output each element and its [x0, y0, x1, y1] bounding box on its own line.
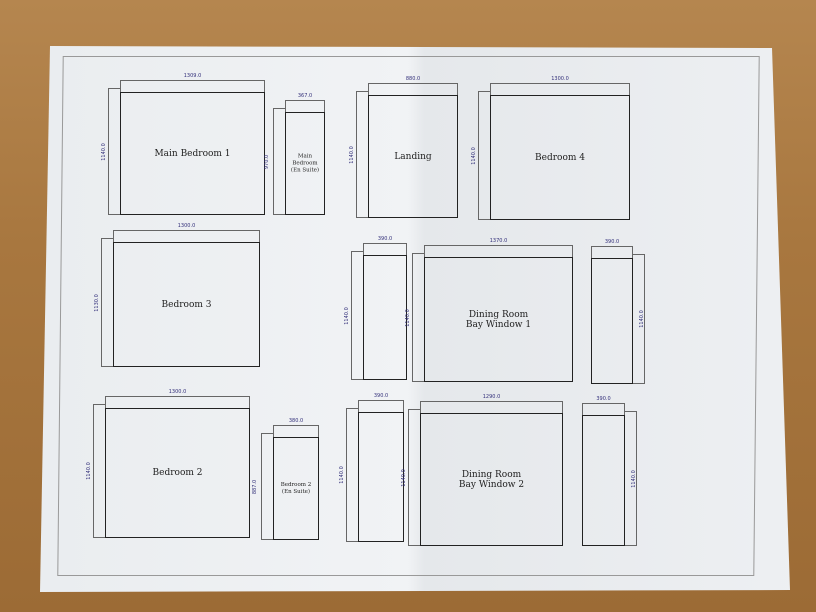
height-label: 1140.0	[470, 146, 477, 165]
height-dimension: 1140.0	[625, 411, 637, 546]
window-diagram: 880.0 1140.0 Landing	[349, 76, 458, 218]
window-name: Bedroom 4	[535, 152, 585, 163]
window-diagram: 1300.0 1130.0 Bedroom 3	[94, 223, 260, 367]
width-dimension: 390.0	[582, 396, 625, 415]
width-label: 1290.0	[482, 394, 501, 400]
height-dimension: 970.0	[264, 108, 285, 215]
window-outline	[420, 413, 563, 546]
height-dimension: 1140.0	[101, 88, 120, 215]
window-outline	[285, 112, 325, 215]
window-outline	[424, 257, 573, 382]
height-dimension: 1140.0	[633, 254, 645, 384]
window-name: Bedroom 3	[161, 299, 212, 310]
width-dimension: 1300.0	[113, 223, 260, 242]
height-label: 970.0	[264, 154, 271, 169]
window-outline	[368, 95, 458, 218]
window-outline	[113, 242, 260, 367]
width-dimension: 1309.0	[120, 73, 265, 92]
height-dimension: 1140.0	[339, 408, 358, 542]
height-label: 1140.0	[85, 462, 92, 480]
width-dimension: 1300.0	[105, 389, 250, 408]
window-diagram: 390.0 1140.0	[339, 393, 404, 542]
window-diagram: 1300.0 1140.0 Bedroom 4	[471, 76, 630, 220]
window-name: Dining Room Bay Window 1	[465, 309, 532, 330]
height-label: 1140.0	[343, 306, 350, 325]
window-outline	[358, 412, 404, 542]
height-dimension: 1140.0	[471, 91, 490, 220]
window-outline	[591, 258, 633, 384]
window-diagram: 380.0 887.0 Bedroom 2 (En Suite)	[252, 418, 319, 540]
width-dimension: 390.0	[363, 236, 407, 255]
width-dimension: 1290.0	[420, 394, 563, 413]
window-diagram: 390.0 1140.0	[591, 239, 645, 384]
width-label: 1370.0	[489, 238, 508, 244]
height-label: 1140.0	[348, 145, 355, 164]
height-dimension: 1140.0	[349, 91, 368, 218]
window-outline	[363, 255, 407, 380]
width-label: 1309.0	[183, 73, 202, 79]
width-label: 1300.0	[168, 389, 187, 395]
height-dimension: 1140.0	[401, 409, 420, 546]
window-outline	[273, 437, 319, 540]
width-dimension: 1300.0	[490, 76, 630, 95]
window-diagram: 1300.0 1140.0 Bedroom 2	[86, 389, 250, 538]
window-diagram: 1290.0 1140.0 Dining Room Bay Window 2	[401, 394, 563, 546]
window-diagram: 367.0 970.0 Main Bedroom (En Suite)	[264, 93, 325, 215]
window-diagram: 390.0 1140.0	[344, 236, 407, 380]
window-name: Main Bedroom (En Suite)	[290, 153, 320, 173]
width-dimension: 390.0	[358, 393, 404, 412]
window-outline	[490, 95, 630, 220]
height-dimension: 887.0	[252, 433, 273, 540]
height-label: 1130.0	[93, 293, 100, 312]
width-label: 390.0	[373, 393, 389, 399]
window-name: Main Bedroom 1	[154, 148, 231, 159]
window-name: Landing	[394, 151, 432, 162]
window-diagram: 390.0 1140.0	[582, 396, 637, 546]
height-label: 1140.0	[100, 142, 107, 161]
height-label: 1140.0	[630, 469, 637, 488]
height-dimension: 1140.0	[344, 251, 363, 380]
width-dimension: 1370.0	[424, 238, 573, 257]
width-dimension: 380.0	[273, 418, 319, 437]
height-dimension: 1140.0	[86, 404, 105, 538]
width-label: 390.0	[377, 236, 393, 242]
width-dimension: 880.0	[368, 76, 458, 95]
height-dimension: 1140.0	[405, 253, 424, 382]
window-diagram: 1370.0 1140.0 Dining Room Bay Window 1	[405, 238, 573, 382]
window-diagram: 1309.0 1140.0 Main Bedroom 1	[101, 73, 265, 215]
window-outline	[120, 92, 265, 215]
width-dimension: 367.0	[285, 93, 325, 112]
width-label: 390.0	[596, 396, 611, 402]
width-label: 367.0	[297, 93, 313, 99]
height-label: 1140.0	[404, 308, 411, 327]
height-label: 887.0	[252, 479, 259, 494]
window-outline	[105, 408, 250, 538]
window-outline	[582, 415, 625, 546]
width-label: 390.0	[604, 239, 620, 245]
height-label: 1140.0	[338, 466, 345, 484]
width-label: 1300.0	[177, 223, 196, 229]
width-label: 1300.0	[551, 76, 569, 82]
window-name: Dining Room Bay Window 2	[458, 469, 525, 490]
width-dimension: 390.0	[591, 239, 633, 258]
width-label: 380.0	[288, 418, 304, 424]
width-label: 880.0	[405, 76, 421, 82]
window-name: Bedroom 2	[152, 468, 203, 478]
height-label: 1140.0	[400, 468, 407, 487]
height-label: 1140.0	[638, 310, 645, 328]
height-dimension: 1130.0	[94, 238, 113, 367]
window-name: Bedroom 2 (En Suite)	[280, 481, 312, 495]
